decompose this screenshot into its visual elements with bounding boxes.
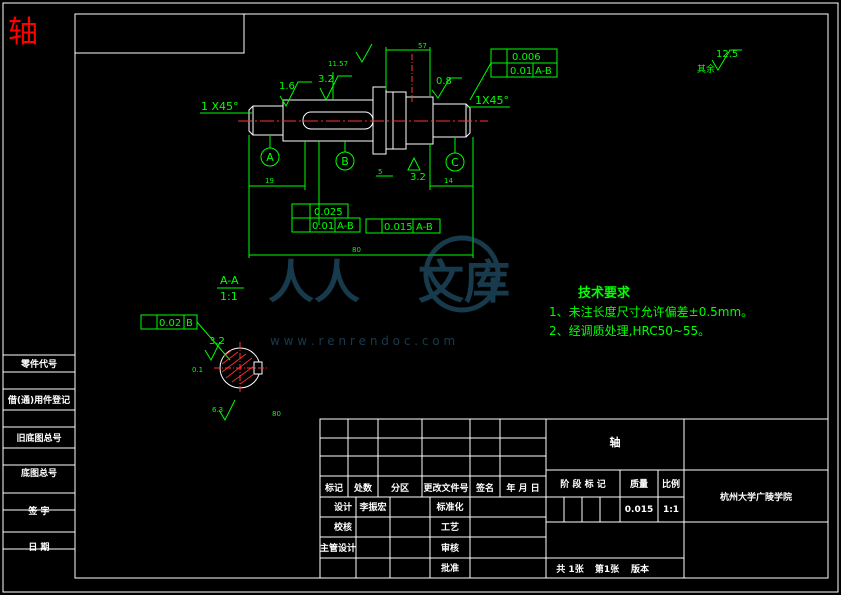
- tech-line-2: 2、经调质处理,HRC50~55。: [549, 324, 710, 338]
- dim-1: 11.57: [328, 60, 348, 68]
- top-left-box: [74, 13, 245, 54]
- side-label: 签 字: [27, 505, 49, 517]
- tb-part-name: 轴: [610, 435, 621, 449]
- tb-header: 标记: [324, 482, 343, 494]
- tb-header: 年 月 日: [506, 482, 539, 494]
- gdt-tr2-ref: A-B: [535, 66, 552, 77]
- roughness-5: 3.2: [209, 336, 225, 347]
- datum-b: B: [341, 155, 349, 168]
- datum-b-circle: [335, 151, 355, 171]
- tb-check: 校核: [334, 521, 352, 533]
- roughness-general-label: 其余: [697, 63, 715, 75]
- tb-process: 工艺: [441, 521, 459, 533]
- chamfer-right: 1X45°: [475, 94, 509, 107]
- dim-4: 14: [444, 177, 453, 185]
- tb-header: 签名: [475, 482, 494, 494]
- tb-designer: 李振宏: [358, 501, 386, 513]
- dim-2: 57: [418, 42, 427, 50]
- roughness-symbols: [204, 43, 742, 422]
- tech-title: 技术要求: [578, 285, 631, 301]
- datum-c: C: [451, 156, 459, 169]
- dim-5: 80: [352, 246, 361, 254]
- datum-a: A: [266, 151, 274, 164]
- tb-scale-label: 比例: [662, 478, 680, 490]
- dim-8: 6.3: [212, 406, 223, 414]
- tb-sheet-num: 第1张: [595, 563, 620, 575]
- side-label: 日 期: [28, 541, 49, 553]
- tb-version: 版本: [630, 563, 650, 575]
- section-scale: 1:1: [220, 290, 238, 303]
- tb-weight-value: 0.015: [625, 505, 653, 515]
- gdt-sec-value: 0.02: [159, 318, 181, 329]
- tb-design: 设计: [334, 501, 352, 513]
- side-label: 底图总号: [21, 467, 57, 479]
- tech-line-1: 1、未注长度尺寸允许偏差±0.5mm。: [549, 304, 753, 319]
- datum-c-circle: [445, 152, 465, 172]
- dim-3: 19: [265, 177, 274, 185]
- roughness-3: 0.8: [436, 76, 452, 87]
- gdt-tr2-value: 0.01: [510, 66, 532, 77]
- gdt-sec-ref: B: [186, 318, 193, 329]
- dim-6: 5: [378, 168, 382, 176]
- gdt-m1-value: 0.025: [314, 207, 343, 218]
- roughness-4: 3.2: [410, 172, 426, 183]
- watermark-text-1: 人人: [268, 255, 360, 309]
- tb-weight-label: 质量: [630, 478, 648, 490]
- title-red: 轴: [8, 15, 38, 50]
- tb-header: 分区: [391, 482, 409, 494]
- tb-sheets-total: 共 1张: [556, 563, 584, 575]
- gdt-m3-value: 0.015: [384, 222, 413, 233]
- gdt-m2-value: 0.01: [312, 221, 334, 232]
- title-block: [319, 418, 829, 579]
- section-view: [214, 342, 268, 394]
- gdt-m3-ref: A-B: [416, 222, 433, 233]
- tb-header: 更改文件号: [423, 482, 468, 494]
- tb-scale-value: 1:1: [663, 505, 679, 515]
- side-label: 旧底图总号: [16, 432, 61, 444]
- dim-7: 0.1: [192, 366, 203, 374]
- roughness-2: 3.2: [318, 74, 334, 85]
- watermark-text-2: 文库: [418, 255, 510, 309]
- section-name: A-A: [220, 274, 239, 287]
- roughness-general-value: 12.5: [716, 49, 738, 60]
- tb-review: 审核: [441, 542, 459, 554]
- watermark-url: w w w . r e n r e n d o c . c o m: [270, 334, 455, 348]
- chamfer-left: 1 X45°: [201, 100, 239, 113]
- watermark: 人人 文库 w w w . r e n r e n d o c . c o m: [268, 235, 510, 348]
- tb-header: 处数: [353, 482, 373, 494]
- side-label: 借(通)用件登记: [7, 394, 70, 406]
- roughness-1: 1.6: [279, 81, 295, 92]
- side-table: [3, 354, 75, 550]
- tb-standard: 标准化: [435, 501, 463, 513]
- tb-school: 杭州大学广陵学院: [720, 491, 792, 503]
- gdt-tr1-value: 0.006: [512, 52, 541, 63]
- tb-stage-label: 阶 段 标 记: [560, 478, 605, 490]
- tb-chief: 主管设计: [320, 542, 356, 554]
- gdt-frames: [140, 48, 558, 361]
- side-label: 零件代号: [20, 358, 57, 370]
- dim-9: 80: [272, 410, 281, 418]
- datum-a-circle: [260, 147, 280, 167]
- dimension-lines: [248, 47, 474, 258]
- tb-approve: 批准: [441, 562, 459, 574]
- gdt-m2-ref: A-B: [337, 221, 354, 232]
